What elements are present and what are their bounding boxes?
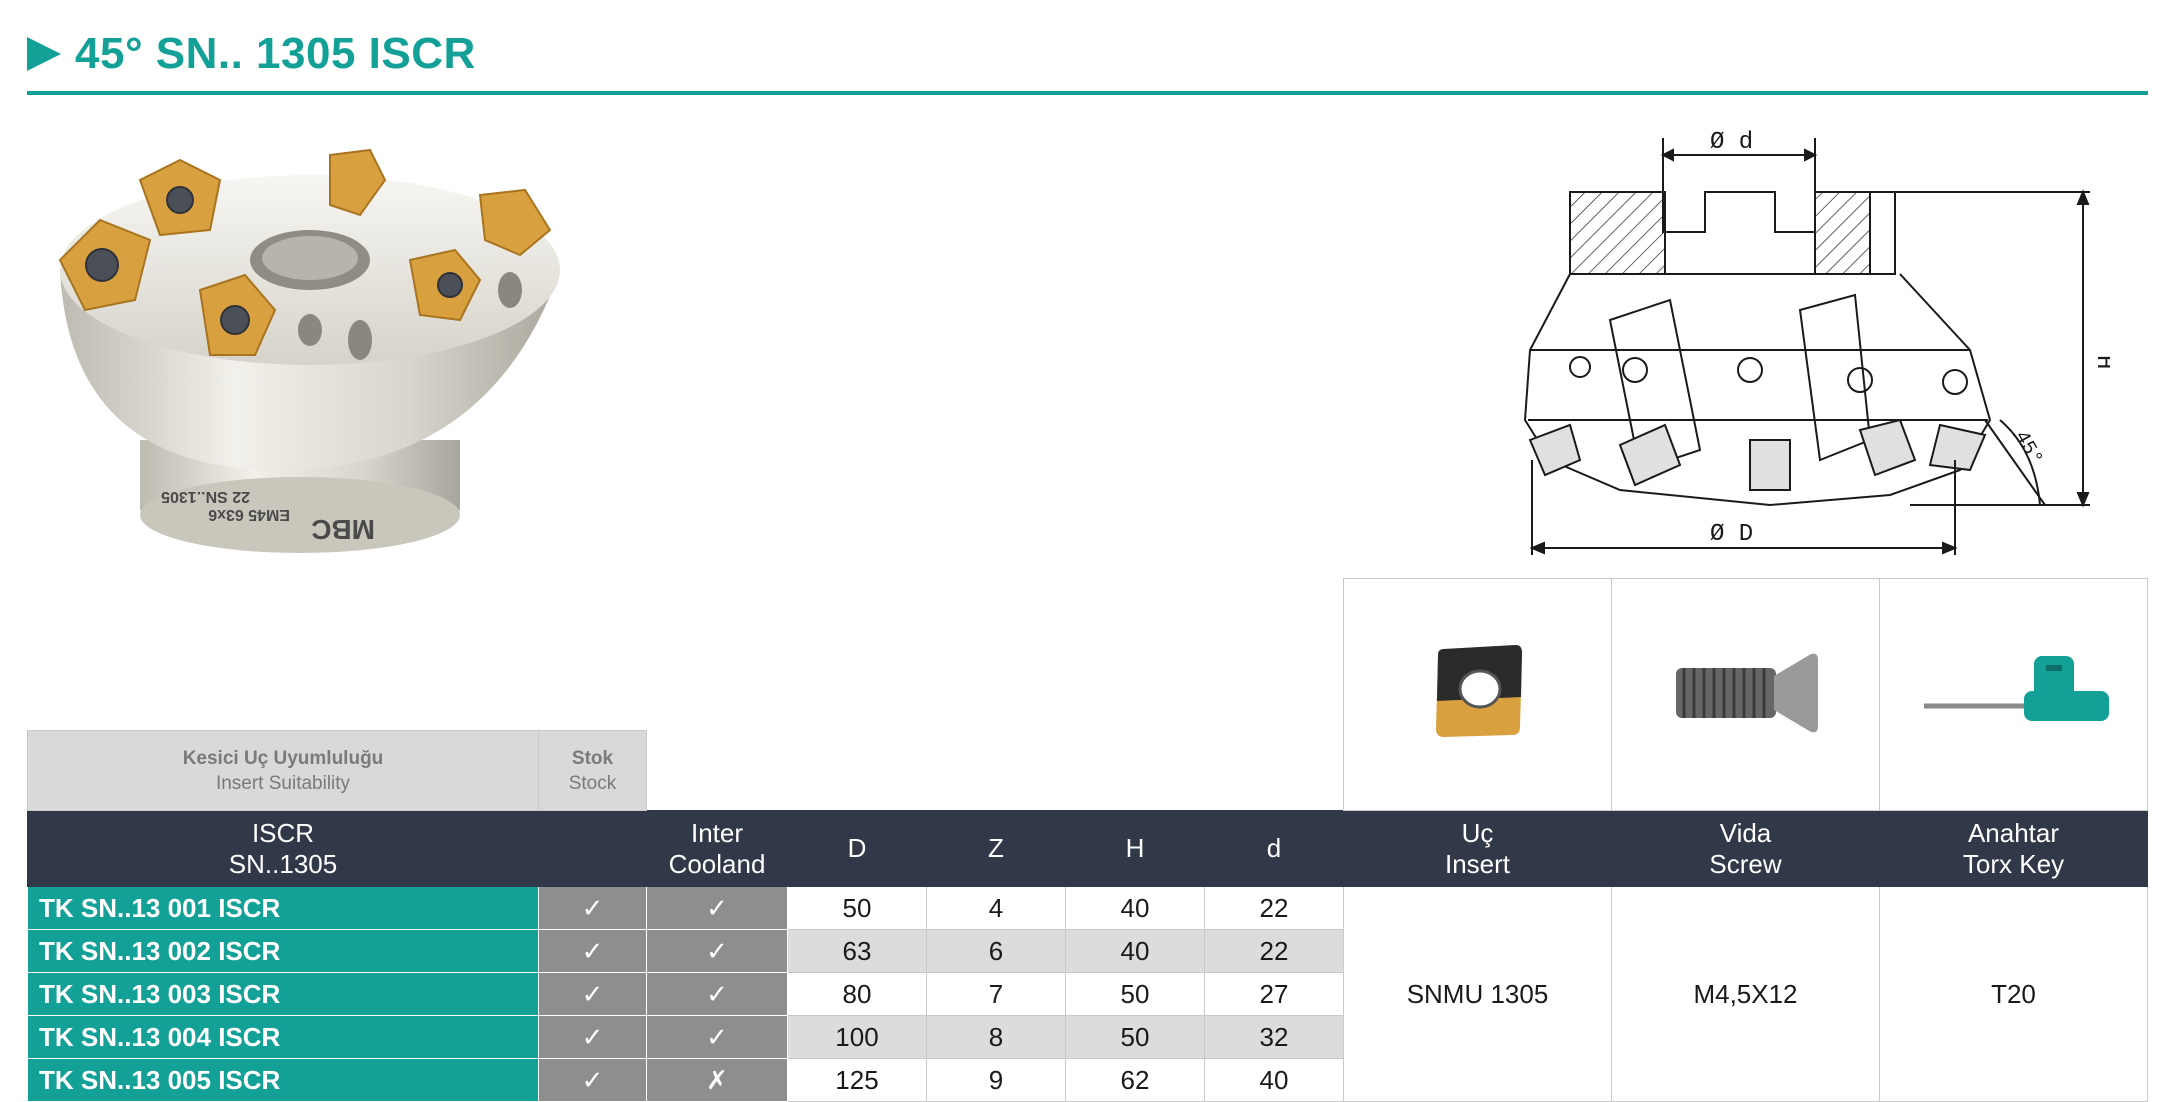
stock-check: ✓ (538, 929, 647, 973)
coolant-check: ✗ (646, 1058, 788, 1102)
key-value: T20 (1879, 886, 2148, 1102)
label-big-d: Ø D (1710, 521, 1753, 548)
title-underline (27, 91, 2148, 95)
insert-icon (1435, 645, 1522, 737)
cutter-photo: EM45 63x6 22 SN..1305 MBC (58, 148, 560, 553)
cell-D: 100 (787, 1015, 927, 1059)
stock-header: Stok Stock (538, 730, 647, 811)
table-row: TK SN..13 002 ISCR ✓ ✓ 63 6 40 22 (27, 929, 2148, 973)
product-table: Kesici Uç Uyumluluğu Insert Suitability … (27, 578, 2148, 1102)
col-stock (538, 810, 647, 887)
cell-H: 40 (1065, 886, 1205, 930)
col-Z: Z (926, 810, 1066, 887)
row-code: TK SN..13 003 ISCR (27, 972, 539, 1016)
cell-Z: 9 (926, 1058, 1066, 1102)
engraving-model: EM45 63x6 (208, 506, 290, 523)
row-code: TK SN..13 004 ISCR (27, 1015, 539, 1059)
engraving-brand: MBC (311, 514, 375, 545)
coolant-check: ✓ (646, 972, 788, 1016)
key-image-cell (1879, 578, 2148, 811)
col-D: D (787, 810, 927, 887)
page-header: 45° SN.. 1305 ISCR (27, 26, 476, 82)
stock-check: ✓ (538, 1058, 647, 1102)
cell-H: 50 (1065, 1015, 1205, 1059)
cell-Z: 4 (926, 886, 1066, 930)
cell-d: 22 (1204, 886, 1344, 930)
cell-Z: 8 (926, 1015, 1066, 1059)
cell-D: 50 (787, 886, 927, 930)
cell-H: 62 (1065, 1058, 1205, 1102)
label-height: H (2090, 355, 2110, 369)
row-code: TK SN..13 002 ISCR (27, 929, 539, 973)
label-small-d: Ø d (1710, 129, 1753, 156)
cell-D: 125 (787, 1058, 927, 1102)
technical-drawing: Ø d Ø D H 45° (1523, 129, 2110, 555)
stock-check: ✓ (538, 1015, 647, 1059)
triangle-bullet-icon (27, 37, 61, 71)
cell-d: 32 (1204, 1015, 1344, 1059)
row-code: TK SN..13 001 ISCR (27, 886, 539, 930)
stock-check: ✓ (538, 972, 647, 1016)
cell-H: 40 (1065, 929, 1205, 973)
torx-key-icon (1923, 656, 2109, 721)
cell-D: 80 (787, 972, 927, 1016)
stock-check: ✓ (538, 886, 647, 930)
col-H: H (1065, 810, 1205, 887)
col-d: d (1204, 810, 1344, 887)
engraving-insert: 22 SN..1305 (161, 488, 250, 505)
table-row: TK SN..13 003 ISCR ✓ ✓ 80 7 50 27 (27, 972, 2148, 1016)
cell-Z: 6 (926, 929, 1066, 973)
insert-image-cell (1343, 578, 1612, 811)
screw-icon (1675, 653, 1818, 733)
page-title: 45° SN.. 1305 ISCR (75, 29, 476, 78)
cell-d: 40 (1204, 1058, 1344, 1102)
row-code: TK SN..13 005 ISCR (27, 1058, 539, 1102)
cell-D: 63 (787, 929, 927, 973)
coolant-check: ✓ (646, 1015, 788, 1059)
table-row: TK SN..13 001 ISCR ✓ ✓ 50 4 40 22 SNMU 1… (27, 886, 2148, 1102)
screw-image-cell (1611, 578, 1880, 811)
insert-value: SNMU 1305 (1343, 886, 1612, 1102)
coolant-check: ✓ (646, 929, 788, 973)
suitability-header: Kesici Uç Uyumluluğu Insert Suitability (27, 730, 539, 811)
cell-H: 50 (1065, 972, 1205, 1016)
cell-d: 22 (1204, 929, 1344, 973)
coolant-check: ✓ (646, 886, 788, 930)
screw-value: M4,5X12 (1611, 886, 1880, 1102)
cell-d: 27 (1204, 972, 1344, 1016)
cell-Z: 7 (926, 972, 1066, 1016)
